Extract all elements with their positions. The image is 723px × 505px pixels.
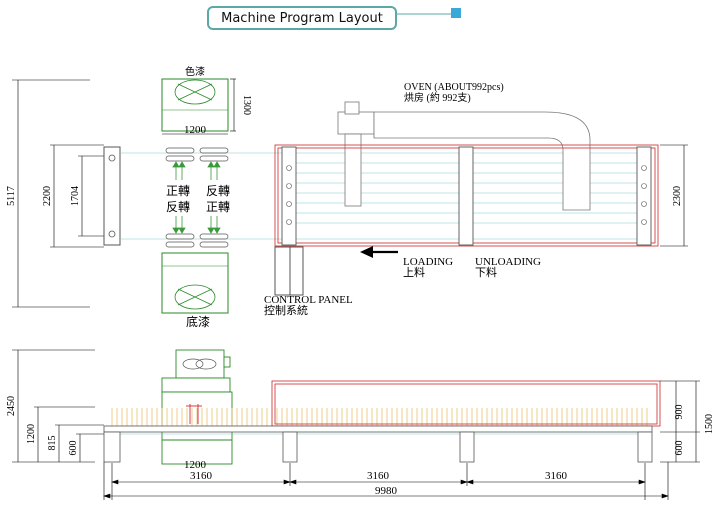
loading-arrow bbox=[360, 246, 398, 258]
bottom-booth-width-label: 1200 bbox=[184, 459, 207, 471]
oven-label-zh: 烘房 (約 992支) bbox=[404, 91, 471, 104]
span-3-label: 3160 bbox=[545, 470, 568, 482]
dim-right-600-label: 600 bbox=[674, 441, 685, 456]
left-end-frame bbox=[103, 146, 121, 246]
top-spray-booth bbox=[161, 78, 236, 135]
rev-right-label: 反轉 bbox=[206, 184, 230, 198]
bottom-spray-booth bbox=[161, 252, 229, 314]
dim-oven-depth bbox=[660, 144, 688, 247]
bottom-arrows bbox=[172, 216, 221, 234]
fwd-left-label: 正轉 bbox=[166, 184, 190, 198]
unloading-label-en: UNLOADING bbox=[475, 256, 541, 268]
total-length-label: 9980 bbox=[375, 485, 398, 497]
dim-side-600-label: 600 bbox=[68, 441, 79, 456]
oven-posts-plan bbox=[281, 146, 652, 246]
dim-815-label: 815 bbox=[47, 436, 58, 451]
conveyor-plan bbox=[120, 152, 640, 240]
dim-left-inner bbox=[78, 155, 104, 237]
dim-left-outer bbox=[50, 144, 104, 248]
control-panel bbox=[274, 246, 304, 296]
control-panel-zh: 控制系統 bbox=[264, 303, 308, 317]
top-booth-width-label: 1200 bbox=[184, 124, 207, 136]
rack-hangers bbox=[111, 408, 648, 426]
bottom-rollers bbox=[165, 233, 229, 248]
dim-side-1200 bbox=[34, 406, 95, 462]
oven-label-en: OVEN (ABOUT992pcs) bbox=[404, 82, 504, 93]
elevation-booth bbox=[161, 349, 233, 465]
dim-right-side bbox=[660, 380, 700, 463]
dim-1704-label: 1704 bbox=[70, 186, 81, 206]
span-1-label: 3160 bbox=[190, 470, 213, 482]
elevation-booth-gun bbox=[186, 404, 202, 424]
top-rollers bbox=[165, 147, 229, 162]
elevation-legs bbox=[103, 431, 653, 463]
oven-exhaust bbox=[337, 101, 591, 211]
fwd-right-label: 正轉 bbox=[206, 200, 230, 214]
loading-label-zh: 上料 bbox=[403, 265, 425, 279]
dim-2200-label: 2200 bbox=[42, 186, 53, 206]
dim-2450-label: 2450 bbox=[6, 396, 17, 416]
top-arrows bbox=[172, 161, 221, 180]
control-panel-en: CONTROL PANEL bbox=[264, 294, 353, 306]
booth-height-label: 1300 bbox=[241, 95, 252, 115]
loading-label-en: LOADING bbox=[403, 256, 453, 268]
page-title: Machine Program Layout bbox=[221, 10, 383, 26]
title-marker bbox=[451, 8, 461, 18]
title-box: Machine Program Layout bbox=[207, 6, 397, 30]
dim-side-total bbox=[12, 349, 95, 463]
dim-1500-label: 1500 bbox=[704, 414, 715, 434]
conveyor-beam bbox=[103, 425, 653, 435]
dim-2300-label: 2300 bbox=[672, 186, 683, 206]
rev-left-label: 反轉 bbox=[166, 200, 190, 214]
elevation-booth-fan bbox=[182, 358, 217, 370]
dim-side-815 bbox=[55, 424, 104, 462]
dim-5117-label: 5117 bbox=[6, 186, 17, 206]
dim-spans bbox=[103, 462, 669, 500]
dim-900-label: 900 bbox=[674, 405, 685, 420]
top-booth-label: 色漆 bbox=[185, 65, 205, 78]
bottom-booth-label: 底漆 bbox=[186, 314, 210, 329]
dim-total-height bbox=[12, 79, 90, 308]
unloading-label-zh: 下料 bbox=[475, 265, 497, 279]
dim-side-600 bbox=[76, 433, 104, 462]
dim-side-1200-label: 1200 bbox=[26, 424, 37, 444]
span-2-label: 3160 bbox=[367, 470, 390, 482]
post-bolts bbox=[286, 165, 647, 225]
